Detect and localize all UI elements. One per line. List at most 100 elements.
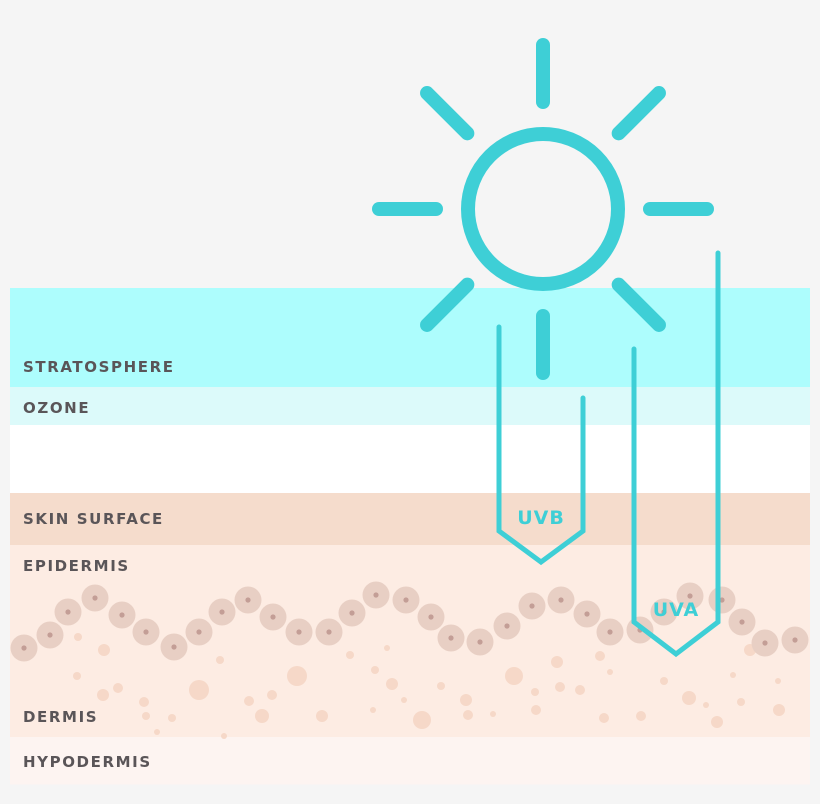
layer-air (10, 425, 810, 494)
sun-ray (420, 277, 475, 332)
epidermis-cell (466, 628, 494, 656)
dermis-dot (730, 672, 736, 678)
sun-ray (420, 86, 475, 141)
dermis-dot (599, 713, 609, 723)
epidermis-cell (437, 624, 465, 652)
dermis-dot (575, 685, 585, 695)
dermis-dot (73, 672, 81, 680)
dermis-dot (401, 697, 407, 703)
dermis-dot (531, 705, 541, 715)
epidermis-cell (728, 608, 756, 636)
layer-skin-surface (10, 493, 810, 546)
dermis-dot (216, 656, 224, 664)
epidermis-cell (650, 598, 678, 626)
dermis-dot (287, 666, 307, 686)
epidermis-cell (392, 586, 420, 614)
epidermis-cell (54, 598, 82, 626)
epidermis-cell (708, 586, 736, 614)
epidermis-cell (573, 600, 601, 628)
epidermis-cell (10, 634, 38, 662)
uvb-arrow (496, 324, 586, 566)
dermis-dot (267, 690, 277, 700)
dermis-dot (98, 644, 110, 656)
dermis-dot (113, 683, 123, 693)
dermis-dot (74, 633, 82, 641)
label-stratosphere: STRATOSPHERE (23, 358, 175, 376)
epidermis-cell (626, 616, 654, 644)
label-epidermis: EPIDERMIS (23, 557, 130, 575)
sun-icon (372, 38, 714, 380)
sun-ray (611, 86, 666, 141)
epidermis-cell (259, 603, 287, 631)
dermis-dot (384, 645, 390, 651)
label-ozone: OZONE (23, 399, 90, 417)
label-skin-surface: SKIN SURFACE (23, 510, 164, 528)
dermis-dot (773, 704, 785, 716)
epidermis-cell (781, 626, 809, 654)
dermis-dot (370, 707, 376, 713)
epidermis-cell (208, 598, 236, 626)
layer-dermis (10, 650, 810, 738)
epidermis-cell (81, 584, 109, 612)
label-hypodermis: HYPODERMIS (23, 753, 152, 771)
dermis-dot (97, 689, 109, 701)
dermis-dot (531, 688, 539, 696)
dermis-dot (168, 714, 176, 722)
dermis-dot (139, 697, 149, 707)
label-dermis: DERMIS (23, 708, 98, 726)
epidermis-cell (493, 612, 521, 640)
dermis-dot (737, 698, 745, 706)
epidermis-cell (676, 582, 704, 610)
dermis-dot (221, 733, 227, 739)
sun-ray (611, 277, 666, 332)
epidermis-cell (596, 618, 624, 646)
sun-disc (461, 127, 625, 291)
epidermis-cell (338, 599, 366, 627)
dermis-dot (371, 666, 379, 674)
uvb-label: UVB (517, 507, 565, 529)
epidermis-cell (185, 618, 213, 646)
dermis-dot (636, 711, 646, 721)
dermis-dot (711, 716, 723, 728)
epidermis-cell (234, 586, 262, 614)
epidermis-cell (315, 618, 343, 646)
dermis-dot (463, 710, 473, 720)
dermis-dot (703, 702, 709, 708)
layer-stratosphere (10, 288, 810, 388)
dermis-dot (555, 682, 565, 692)
dermis-dot (244, 696, 254, 706)
dermis-dot (490, 711, 496, 717)
epidermis-cell (362, 581, 390, 609)
dermis-dot (346, 651, 354, 659)
dermis-dot (154, 729, 160, 735)
dermis-dot (682, 691, 696, 705)
dermis-dot (386, 678, 398, 690)
epidermis-cell (547, 586, 575, 614)
epidermis-cell (417, 603, 445, 631)
uva-arrow (631, 250, 721, 658)
dermis-dot (437, 682, 445, 690)
dermis-dot (660, 677, 668, 685)
dermis-dot (551, 656, 563, 668)
layer-hypodermis (10, 737, 810, 785)
dermis-dot (316, 710, 328, 722)
epidermis-cell (108, 601, 136, 629)
epidermis-cell (36, 621, 64, 649)
dermis-dot (255, 709, 269, 723)
dermis-dot (189, 680, 209, 700)
dermis-dot (595, 651, 605, 661)
epidermis-cell (160, 633, 188, 661)
dermis-dot (142, 712, 150, 720)
epidermis-cell (751, 629, 779, 657)
epidermis-cell (285, 618, 313, 646)
layer-ozone (10, 387, 810, 426)
dermis-dot (775, 678, 781, 684)
epidermis-cell (132, 618, 160, 646)
dermis-dot (607, 669, 613, 675)
dermis-dot (505, 667, 523, 685)
uva-label: UVA (653, 599, 700, 621)
dermis-dot (460, 694, 472, 706)
epidermis-cell (518, 592, 546, 620)
dermis-dot (413, 711, 431, 729)
